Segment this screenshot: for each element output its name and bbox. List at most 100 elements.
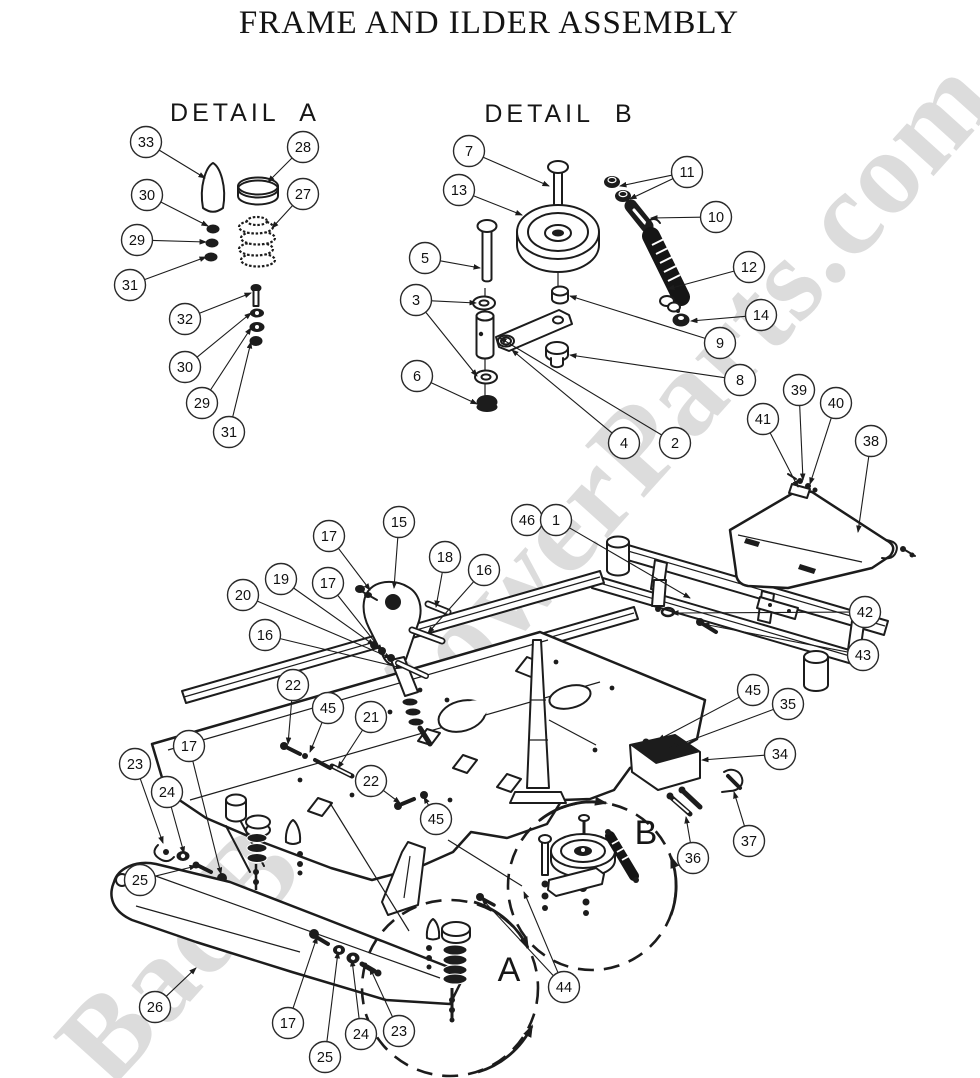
- leader-line-7: [482, 156, 550, 187]
- svg-text:17: 17: [181, 739, 197, 755]
- svg-text:9: 9: [716, 336, 724, 352]
- svg-text:2: 2: [671, 436, 679, 452]
- callout-29: 29: [120, 223, 154, 257]
- leader-line-11: [629, 178, 674, 200]
- svg-text:46: 46: [519, 513, 535, 529]
- callout-5: 5: [408, 241, 442, 275]
- callout-37: 37: [732, 824, 766, 858]
- leader-line-30: [160, 201, 209, 227]
- svg-text:44: 44: [556, 980, 572, 996]
- leader-line-30: [196, 312, 252, 358]
- leader-line-13: [473, 195, 523, 216]
- svg-text:29: 29: [194, 396, 210, 412]
- leader-line-23: [139, 778, 164, 844]
- leader-line-12: [667, 270, 735, 291]
- callout-22: 22: [276, 668, 310, 702]
- leader-line-17: [192, 760, 223, 875]
- hanger-bracket: [381, 841, 426, 916]
- detail-a-label: DETAIL A: [170, 99, 320, 127]
- callout-18: 18: [428, 540, 462, 574]
- callout-12: 12: [732, 250, 766, 284]
- callout-34: 34: [763, 737, 797, 771]
- callout-13: 13: [442, 173, 476, 207]
- leader-line-24: [170, 806, 185, 854]
- callout-16: 16: [467, 553, 501, 587]
- leader-line-8: [569, 353, 725, 379]
- callout-17: 17: [271, 1006, 305, 1040]
- inset-a-parts: [425, 918, 471, 1023]
- callout-36: 36: [676, 841, 710, 875]
- callout-2: 2: [658, 426, 692, 460]
- callout-20: 20: [226, 578, 260, 612]
- center-tower: [509, 639, 597, 804]
- svg-text:4: 4: [620, 436, 628, 452]
- svg-text:22: 22: [363, 774, 379, 790]
- spring-spacer-shape: [624, 199, 654, 233]
- svg-text:13: 13: [451, 183, 467, 199]
- leader-line-22: [285, 700, 293, 745]
- leader-line-39: [799, 405, 806, 481]
- leader-line-44: [481, 898, 554, 977]
- leader-line-14: [690, 315, 746, 324]
- detail-b-group: DETAIL B: [472, 100, 690, 412]
- svg-text:25: 25: [132, 873, 148, 889]
- washer-top-shape: [472, 295, 496, 311]
- spring-anchor-bracket: [629, 734, 744, 817]
- leader-line-27: [271, 205, 294, 229]
- leader-line-16: [279, 638, 403, 670]
- callout-31: 31: [113, 268, 147, 302]
- svg-text:17: 17: [320, 576, 336, 592]
- callout-4: 4: [607, 426, 641, 460]
- callout-8: 8: [723, 363, 757, 397]
- callout-24: 24: [344, 1017, 378, 1051]
- deck-cutouts: [307, 656, 543, 817]
- callout-23: 23: [382, 1014, 416, 1048]
- leader-line-11: [619, 174, 672, 188]
- leader-line-18: [434, 572, 443, 608]
- callout-44: 44: [547, 970, 581, 1004]
- leader-line-3: [425, 311, 478, 377]
- leader-line-9: [569, 295, 706, 339]
- leader-line-19: [293, 587, 375, 646]
- inset-a-letter: A: [498, 951, 521, 989]
- washer-bottom-shape: [474, 369, 498, 385]
- svg-text:18: 18: [437, 550, 453, 566]
- cone-spacer-shape: [200, 162, 226, 213]
- callout-25: 25: [123, 863, 157, 897]
- leader-line-20: [257, 600, 392, 659]
- svg-text:42: 42: [857, 605, 873, 621]
- callout-42: 42: [848, 595, 882, 629]
- leader-line-17: [292, 936, 318, 1009]
- svg-text:1: 1: [552, 513, 560, 529]
- svg-text:32: 32: [177, 312, 193, 328]
- leader-line-21: [337, 729, 364, 769]
- svg-text:10: 10: [708, 210, 724, 226]
- callout-19: 19: [264, 562, 298, 596]
- callout-1: 1: [539, 503, 573, 537]
- svg-text:43: 43: [855, 648, 871, 664]
- leader-line-22: [382, 789, 401, 804]
- callout-45: 45: [736, 673, 770, 707]
- svg-text:6: 6: [413, 369, 421, 385]
- svg-text:25: 25: [317, 1050, 333, 1066]
- svg-text:39: 39: [791, 383, 807, 399]
- svg-text:24: 24: [159, 785, 175, 801]
- leader-line-38: [856, 456, 870, 533]
- svg-text:21: 21: [363, 710, 379, 726]
- svg-text:3: 3: [412, 293, 420, 309]
- leader-line-35: [669, 708, 774, 749]
- leader-line-45: [657, 696, 740, 741]
- svg-text:17: 17: [321, 529, 337, 545]
- svg-text:22: 22: [285, 678, 301, 694]
- callout-6: 6: [400, 359, 434, 393]
- leader-line-17: [337, 547, 371, 591]
- callout-28: 28: [286, 130, 320, 164]
- callout-17: 17: [312, 519, 346, 553]
- leader-line-41: [769, 432, 799, 488]
- rear-guard-plate: [728, 473, 916, 590]
- leader-line-2: [499, 337, 662, 436]
- spacer-tube-shape: [475, 310, 495, 360]
- callout-40: 40: [819, 386, 853, 420]
- spring-cap-shape: [237, 176, 279, 206]
